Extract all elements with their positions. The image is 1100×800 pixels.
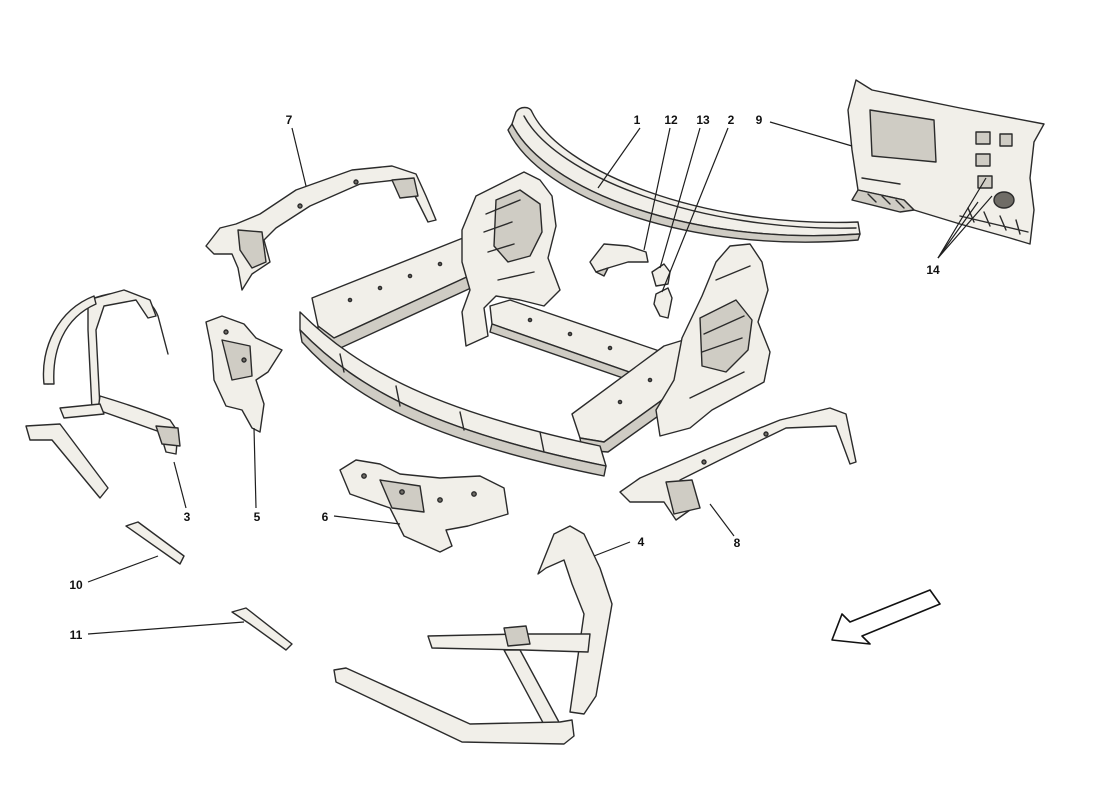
leader-14b — [937, 195, 993, 259]
leader-6 — [333, 515, 401, 525]
leader-lines — [87, 121, 993, 635]
leader-7 — [291, 127, 307, 187]
leader-10 — [87, 555, 159, 583]
part-6-floor-bracket — [339, 459, 509, 553]
leader-13 — [659, 127, 701, 269]
part-5-pillar-bracket — [205, 315, 283, 433]
callout-13: 13 — [696, 113, 710, 127]
part-12-bracket — [589, 243, 649, 277]
leader-1 — [597, 127, 641, 189]
callout-12: 12 — [664, 113, 678, 127]
callout-14: 14 — [926, 263, 940, 277]
leader-5 — [253, 427, 257, 509]
callout-8: 8 — [734, 536, 741, 550]
leader-8 — [709, 503, 735, 537]
part-10-strip — [125, 521, 185, 565]
part-7-upper-arch — [205, 165, 437, 291]
callout-9: 9 — [756, 113, 763, 127]
callout-3: 3 — [184, 510, 191, 524]
leader-12 — [643, 127, 671, 251]
callout-7: 7 — [286, 113, 293, 127]
part-2-clip — [653, 287, 673, 319]
leader-2 — [661, 127, 729, 293]
leader-9 — [769, 121, 853, 147]
part-9-bulkhead-panel — [847, 79, 1045, 245]
part-4-lower-frame — [333, 525, 613, 745]
part-8-wheelarch-rail — [619, 407, 857, 521]
leader-11 — [87, 621, 245, 635]
callout-6: 6 — [322, 510, 329, 524]
part-11-strip — [231, 607, 293, 651]
callout-1: 1 — [634, 113, 641, 127]
callout-4: 4 — [638, 535, 645, 549]
callout-11: 11 — [70, 628, 83, 642]
leader-3 — [173, 461, 187, 509]
leader-4 — [593, 541, 631, 557]
part-3-wheelarch-frame — [25, 289, 181, 499]
leader-14a — [937, 177, 987, 259]
main-front-frame — [299, 171, 771, 477]
callout-2: 2 — [728, 113, 735, 127]
part-13-clip — [651, 263, 671, 287]
part-1-cross-beam — [507, 106, 861, 243]
callout-5: 5 — [254, 510, 261, 524]
leader-14c — [937, 201, 979, 259]
callout-labels: 1 12 13 2 9 14 7 3 5 6 8 4 10 11 — [69, 113, 940, 642]
direction-arrow-icon — [831, 589, 941, 645]
callout-10: 10 — [69, 578, 83, 592]
